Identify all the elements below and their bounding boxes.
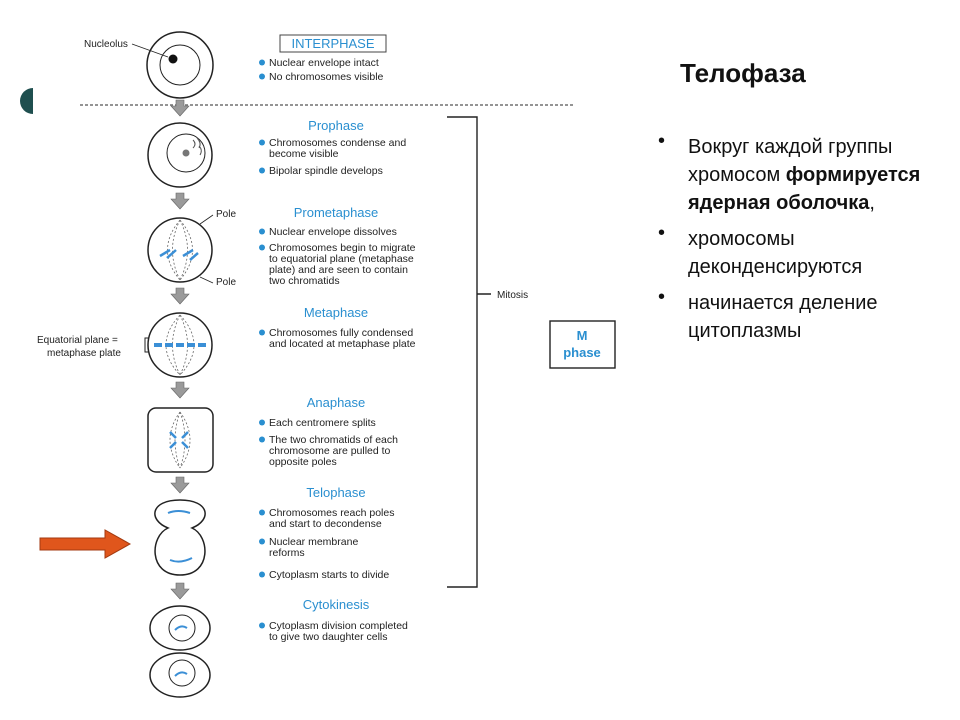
stage-bullet-dot — [259, 167, 265, 174]
stage-bullet-text: Chromosomes reach poles — [269, 507, 394, 519]
slide-text-panel: Телофаза • Вокруг каждой группы хромосом… — [658, 58, 950, 353]
stage-bullet-dot — [259, 73, 265, 80]
stage-bullet-text: become visible — [269, 148, 339, 160]
stage-bullet-text: chromosome are pulled to — [269, 445, 391, 457]
bullet-dot: • — [658, 222, 666, 244]
telophase-cell — [154, 499, 206, 576]
interphase-title-box — [279, 34, 387, 53]
stage-bullet-dot — [259, 509, 265, 516]
stage-descriptions: INTERPHASE Nuclear envelope intact No chro… — [259, 36, 416, 643]
equatorial-label-1: Equatorial plane = — [37, 335, 118, 346]
stage-title: Cytokinesis — [303, 597, 370, 612]
stage-title: Anaphase — [307, 395, 366, 410]
stage-bullet-dot — [259, 622, 265, 629]
prometaphase-cell — [147, 217, 213, 283]
bullet-dot: • — [658, 130, 666, 152]
stage-title: Prometaphase — [294, 205, 379, 220]
stage-bullet-text: plate) and are seen to contain — [269, 264, 408, 276]
slide-marker — [20, 88, 33, 114]
stage-bullet-dot — [259, 329, 265, 336]
stage-bullet-text: two chromatids — [269, 275, 340, 287]
stage-bullet-dot — [259, 571, 265, 578]
stage-bullet-text: opposite poles — [269, 456, 337, 468]
stage-bullet-dot — [259, 436, 265, 443]
bullet-text-suffix: , — [869, 192, 875, 214]
equatorial-label-2: metaphase plate — [47, 348, 121, 359]
bullet-text-plain: хромосомы деконденсируются — [688, 228, 863, 278]
pole-label-top: Pole — [216, 209, 236, 220]
flow-arrows — [170, 99, 190, 600]
stage-bullet-text: Nuclear envelope dissolves — [269, 226, 397, 238]
cytokinesis-cell-top — [149, 605, 211, 651]
slide-bullet-list: • Вокруг каждой группы хромосом формируе… — [658, 130, 950, 345]
slide-bullet-text: Вокруг каждой группы хромосом формируетс… — [680, 133, 950, 217]
stage-bullet-text: Each centromere splits — [269, 417, 376, 429]
stage-bullet-dot — [259, 538, 265, 545]
stage-bullet-text: and start to decondense — [269, 518, 382, 530]
stage-bullet-text: The two chromatids of each — [269, 434, 398, 446]
stage-bullet-dot — [259, 419, 265, 426]
metaphase-cell — [147, 312, 213, 378]
stage-title: Telophase — [306, 485, 365, 500]
stage-bullet-text: reforms — [269, 547, 305, 559]
stage-bullet-text: Nuclear membrane — [269, 536, 358, 548]
anaphase-cell — [147, 407, 214, 473]
cytokinesis-cell-bottom — [149, 652, 211, 698]
stage-bullet-text: to give two daughter cells — [269, 631, 387, 643]
stage-bullet-text: No chromosomes visible — [269, 71, 384, 83]
interphase-cell — [146, 31, 214, 99]
bullet-text-plain: начинается деление цитоплазмы — [688, 292, 878, 342]
m-phase-label-1: M — [577, 328, 588, 343]
stage-bullet-dot — [259, 139, 265, 146]
stage-bullet-dot — [259, 59, 265, 66]
stage-bullet-text: Cytoplasm division completed — [269, 620, 408, 632]
stage-bullet-text: Nuclear envelope intact — [269, 57, 379, 69]
m-phase-label-2: phase — [563, 345, 601, 360]
bullet-text-plain: Вокруг каждой группы хромосом — [688, 136, 893, 186]
stage-bullet-dot — [259, 228, 265, 235]
stage-bullet-text: Bipolar spindle develops — [269, 165, 383, 177]
mitosis-label: Mitosis — [497, 290, 528, 301]
slide-bullet: • Вокруг каждой группы хромосом формируе… — [658, 130, 950, 217]
stage-bullet-text: Chromosomes condense and — [269, 137, 406, 149]
mitosis-bracket — [447, 116, 491, 588]
stage-bullet-text: Chromosomes fully condensed — [269, 327, 413, 339]
stage-title: INTERPHASE — [291, 36, 374, 51]
slide-bullet-text: начинается деление цитоплазмы — [680, 289, 950, 345]
stage-bullet-text: Chromosomes begin to migrate — [269, 242, 416, 254]
slide-bullet-text: хромосомы деконденсируются — [680, 225, 950, 281]
slide-bullet: • хромосомы деконденсируются — [658, 222, 950, 281]
stage-title: Metaphase — [304, 305, 368, 320]
slide-bullet: • начинается деление цитоплазмы — [658, 286, 950, 345]
prophase-cell — [147, 122, 213, 188]
stage-bullet-text: to equatorial plane (metaphase — [269, 253, 414, 265]
stage-title: Prophase — [308, 118, 364, 133]
slide-title: Телофаза — [680, 58, 806, 88]
nucleolus-label: Nucleolus — [84, 39, 128, 50]
telophase-pointer-arrow — [39, 529, 132, 559]
pole-label-bottom: Pole — [216, 277, 236, 288]
stage-bullet-dot — [259, 244, 265, 251]
bullet-text-bold: формируется ядерная оболочка — [688, 164, 921, 214]
stage-bullet-text: and located at metaphase plate — [269, 338, 416, 350]
stage-bullet-text: Cytoplasm starts to divide — [269, 569, 389, 581]
bullet-dot: • — [658, 286, 666, 308]
m-phase-box — [549, 320, 616, 369]
